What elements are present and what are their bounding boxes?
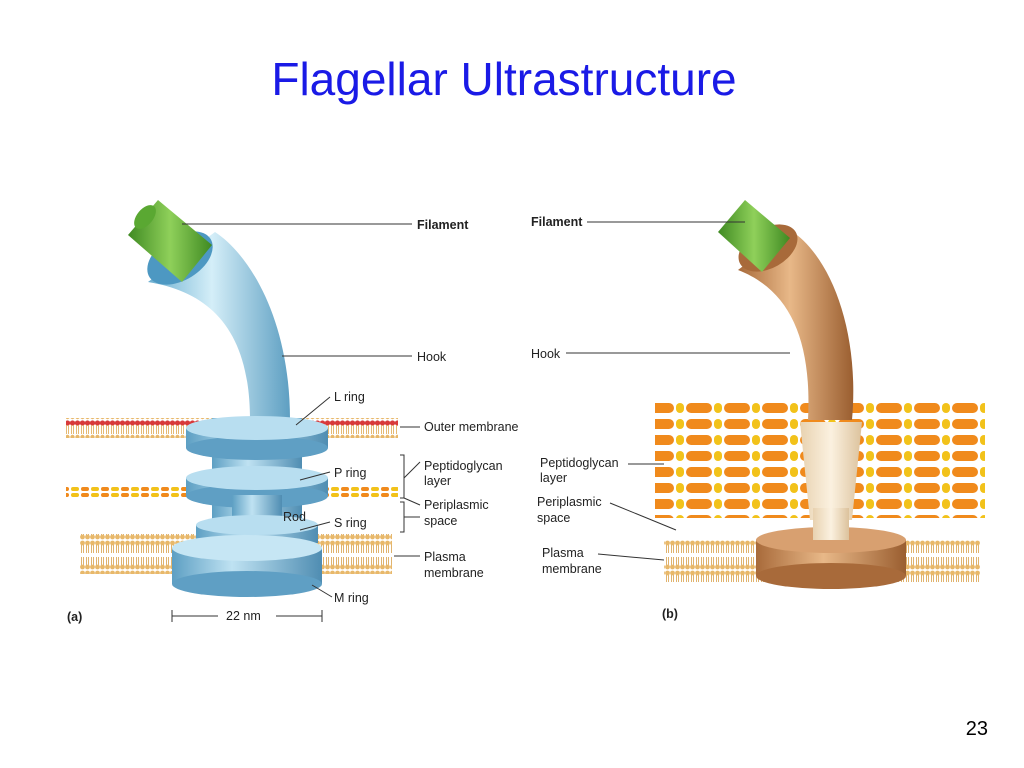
panel-tag-a: (a) bbox=[67, 610, 82, 624]
label-plasma-b: Plasma bbox=[542, 546, 584, 560]
label-outer-membrane-a: Outer membrane bbox=[424, 420, 519, 434]
label-s-ring-a: S ring bbox=[334, 516, 367, 530]
label-peptidoglycan-a: Peptidoglycan bbox=[424, 459, 503, 473]
leader-lines-a bbox=[182, 223, 421, 598]
rod-b bbox=[800, 422, 862, 520]
label-peptidoglycan-layer-a: layer bbox=[424, 474, 451, 488]
l-ring-a bbox=[186, 416, 328, 460]
label-scale-a: 22 nm bbox=[226, 609, 261, 623]
label-m-ring-a: M ring bbox=[334, 591, 369, 605]
label-filament-b: Filament bbox=[531, 215, 583, 229]
panel-a: Filament Hook L ring Outer membrane P ri… bbox=[66, 200, 519, 624]
label-periplasmic-space-a: space bbox=[424, 514, 457, 528]
filament-b bbox=[718, 200, 790, 272]
p-ring-a bbox=[186, 466, 328, 508]
slide-title: Flagellar Ultrastructure bbox=[271, 53, 737, 105]
page-number: 23 bbox=[965, 718, 988, 740]
label-plasma-membrane-b: membrane bbox=[542, 562, 602, 576]
label-plasma-membrane-a: membrane bbox=[424, 566, 484, 580]
label-periplasmic-space-b: space bbox=[537, 511, 570, 525]
label-plasma-a: Plasma bbox=[424, 550, 466, 564]
label-p-ring-a: P ring bbox=[334, 466, 366, 480]
label-peptidoglycan-layer-b: layer bbox=[540, 471, 567, 485]
scale-bar-a bbox=[171, 610, 323, 622]
label-rod-a: Rod bbox=[283, 510, 306, 524]
leader-lines-b bbox=[566, 221, 790, 561]
panel-tag-b: (b) bbox=[662, 607, 678, 621]
m-ring-b bbox=[756, 508, 906, 589]
label-l-ring-a: L ring bbox=[334, 390, 365, 404]
m-ring-a bbox=[172, 535, 322, 597]
label-hook-b: Hook bbox=[531, 347, 561, 361]
label-periplasmic-a: Periplasmic bbox=[424, 498, 489, 512]
hook-b bbox=[738, 230, 854, 420]
panel-b: Filament Hook Peptidoglycan layer Peripl… bbox=[531, 200, 985, 621]
label-hook-a: Hook bbox=[417, 350, 447, 364]
label-peptidoglycan-b: Peptidoglycan bbox=[540, 456, 619, 470]
label-filament-a: Filament bbox=[417, 218, 469, 232]
label-periplasmic-b: Periplasmic bbox=[537, 495, 602, 509]
